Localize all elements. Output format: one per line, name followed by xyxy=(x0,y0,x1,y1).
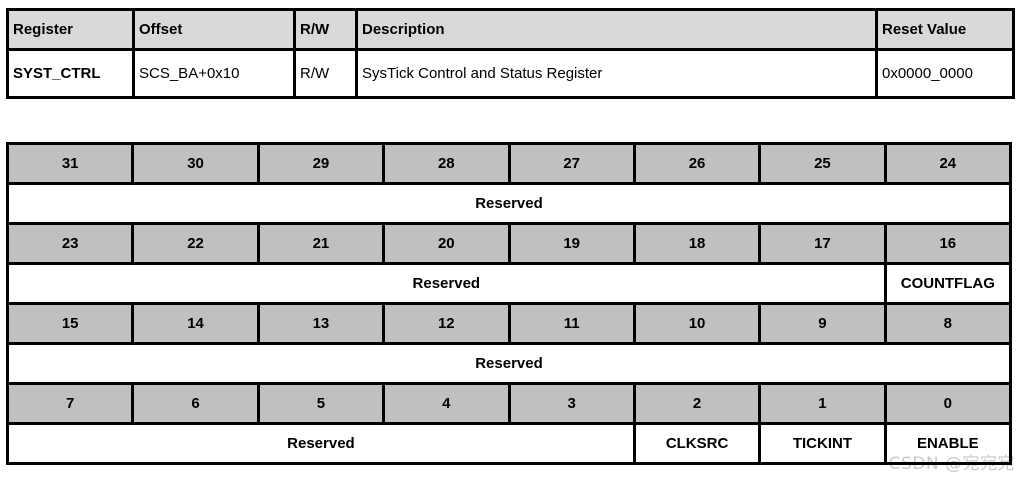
bit-13: 13 xyxy=(256,302,386,345)
bit-6: 6 xyxy=(131,382,260,425)
field-row: Reserved xyxy=(6,182,1012,225)
header-register: Register xyxy=(6,8,135,51)
bit-25: 25 xyxy=(758,142,887,185)
bit-19: 19 xyxy=(507,222,636,265)
bit-21: 21 xyxy=(256,222,386,265)
bit-29: 29 xyxy=(256,142,386,185)
field-clksrc: CLKSRC xyxy=(632,422,762,465)
bit-26: 26 xyxy=(632,142,762,185)
field-reserved: Reserved xyxy=(6,262,887,305)
header-reset-value: Reset Value xyxy=(875,8,1015,51)
bit-8: 8 xyxy=(883,302,1013,345)
field-countflag: COUNTFLAG xyxy=(883,262,1013,305)
bit-18: 18 xyxy=(632,222,762,265)
field-row: Reserved xyxy=(6,342,1012,385)
bit-9: 9 xyxy=(758,302,887,345)
header-rw: R/W xyxy=(293,8,358,51)
field-reserved: Reserved xyxy=(6,182,1012,225)
bit-4: 4 xyxy=(382,382,511,425)
bit-16: 16 xyxy=(883,222,1013,265)
bit-10: 10 xyxy=(632,302,762,345)
bit-30: 30 xyxy=(131,142,260,185)
bit-14: 14 xyxy=(131,302,260,345)
bit-24: 24 xyxy=(883,142,1013,185)
bit-31: 31 xyxy=(5,142,135,185)
register-summary-data-row: SYST_CTRL SCS_BA+0x10 R/W SysTick Contro… xyxy=(6,48,1015,99)
bit-11: 11 xyxy=(507,302,636,345)
cell-register-name: SYST_CTRL xyxy=(6,48,135,99)
bit-2: 2 xyxy=(632,382,762,425)
field-reserved: Reserved xyxy=(6,342,1012,385)
bit-20: 20 xyxy=(382,222,511,265)
bit-23: 23 xyxy=(5,222,135,265)
csdn-watermark: CSDN @宛宛宛 xyxy=(888,454,1015,474)
bit-1: 1 xyxy=(758,382,887,425)
bit-17: 17 xyxy=(758,222,887,265)
bit-12: 12 xyxy=(382,302,511,345)
cell-description: SysTick Control and Status Register xyxy=(355,48,878,99)
bit-27: 27 xyxy=(507,142,636,185)
bit-28: 28 xyxy=(382,142,511,185)
bit-3: 3 xyxy=(507,382,636,425)
field-reserved: Reserved xyxy=(6,422,636,465)
field-tickint: TICKINT xyxy=(758,422,887,465)
bit-22: 22 xyxy=(131,222,260,265)
register-summary-header-row: Register Offset R/W Description Reset Va… xyxy=(6,8,1015,51)
bit-7: 7 xyxy=(5,382,135,425)
register-summary-table: Register Offset R/W Description Reset Va… xyxy=(6,8,1015,99)
bit-5: 5 xyxy=(256,382,386,425)
cell-rw: R/W xyxy=(293,48,358,99)
bit-0: 0 xyxy=(883,382,1013,425)
header-offset: Offset xyxy=(132,8,296,51)
field-enable: ENABLE xyxy=(883,422,1013,465)
header-description: Description xyxy=(355,8,878,51)
cell-reset-value: 0x0000_0000 xyxy=(875,48,1015,99)
bit-15: 15 xyxy=(5,302,135,345)
cell-offset: SCS_BA+0x10 xyxy=(132,48,296,99)
